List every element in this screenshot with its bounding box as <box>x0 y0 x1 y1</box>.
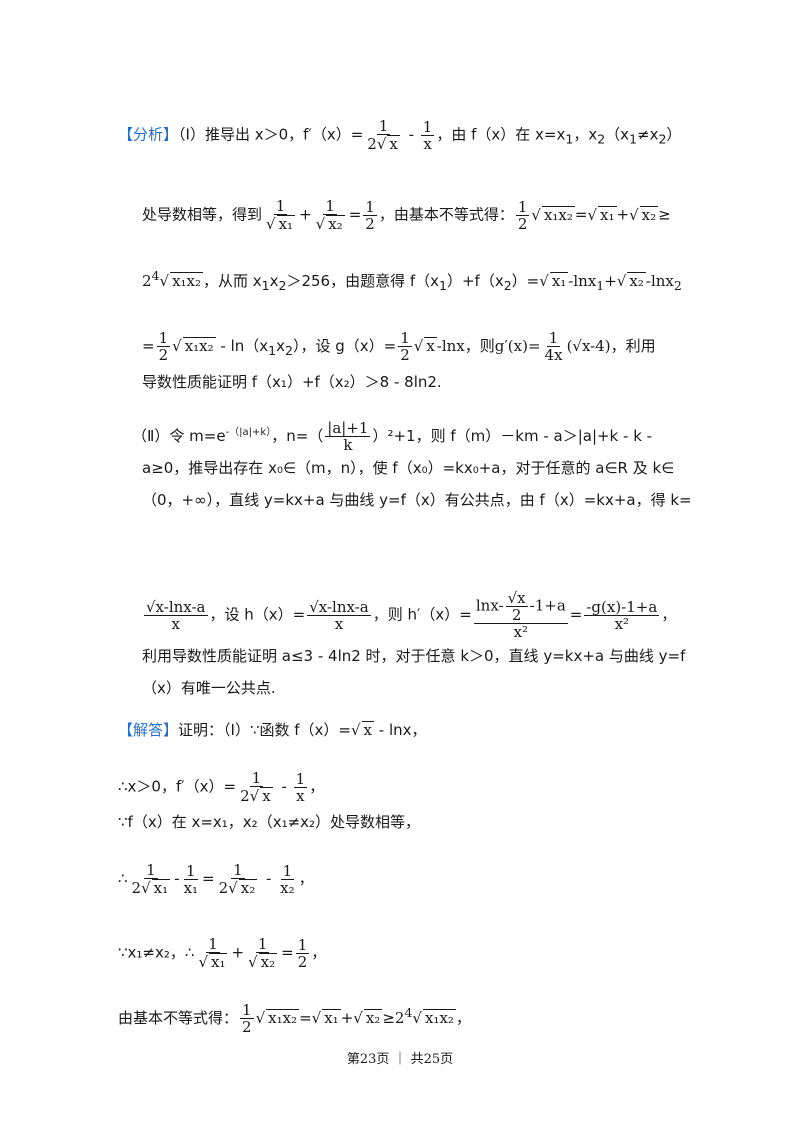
analysis-line-8: （0，+∞），直线 y=kx+a 与曲线 y=f（x）有公共点，由 f（x）=k… <box>142 491 692 509</box>
analysis-tag: 【分析】 <box>118 125 179 144</box>
solution-tag: 【解答】 <box>118 721 179 739</box>
analysis-line-3: 24√x₁x₂，从而 x1x2＞256，由题意得 f（x1）+f（x2）=√x₁… <box>142 268 682 293</box>
analysis-line-10: 利用导数性质能证明 a≤3 - 4ln2 时，对于任意 k＞0，直线 y=kx+… <box>142 647 686 665</box>
analysis-line-7: a≥0，推导出存在 x₀∈（m，n），使 f（x₀）=kx₀+a，对于任意的 a… <box>142 459 675 477</box>
solution-line-1: 【解答】证明：（Ⅰ）∵函数 f（x）=√x - lnx， <box>118 721 427 739</box>
page-footer: 第23页 ｜ 共25页 <box>346 1052 454 1067</box>
solution-line-3: ∵f（x）在 x=x₁，x₂（x₁≠x₂）处导数相等， <box>118 813 421 831</box>
analysis-line-11: （x）有唯一公共点. <box>142 679 276 697</box>
analysis-line-5: 导数性质能证明 f（x₁）+f（x₂）＞8 - 8ln2. <box>142 373 442 391</box>
